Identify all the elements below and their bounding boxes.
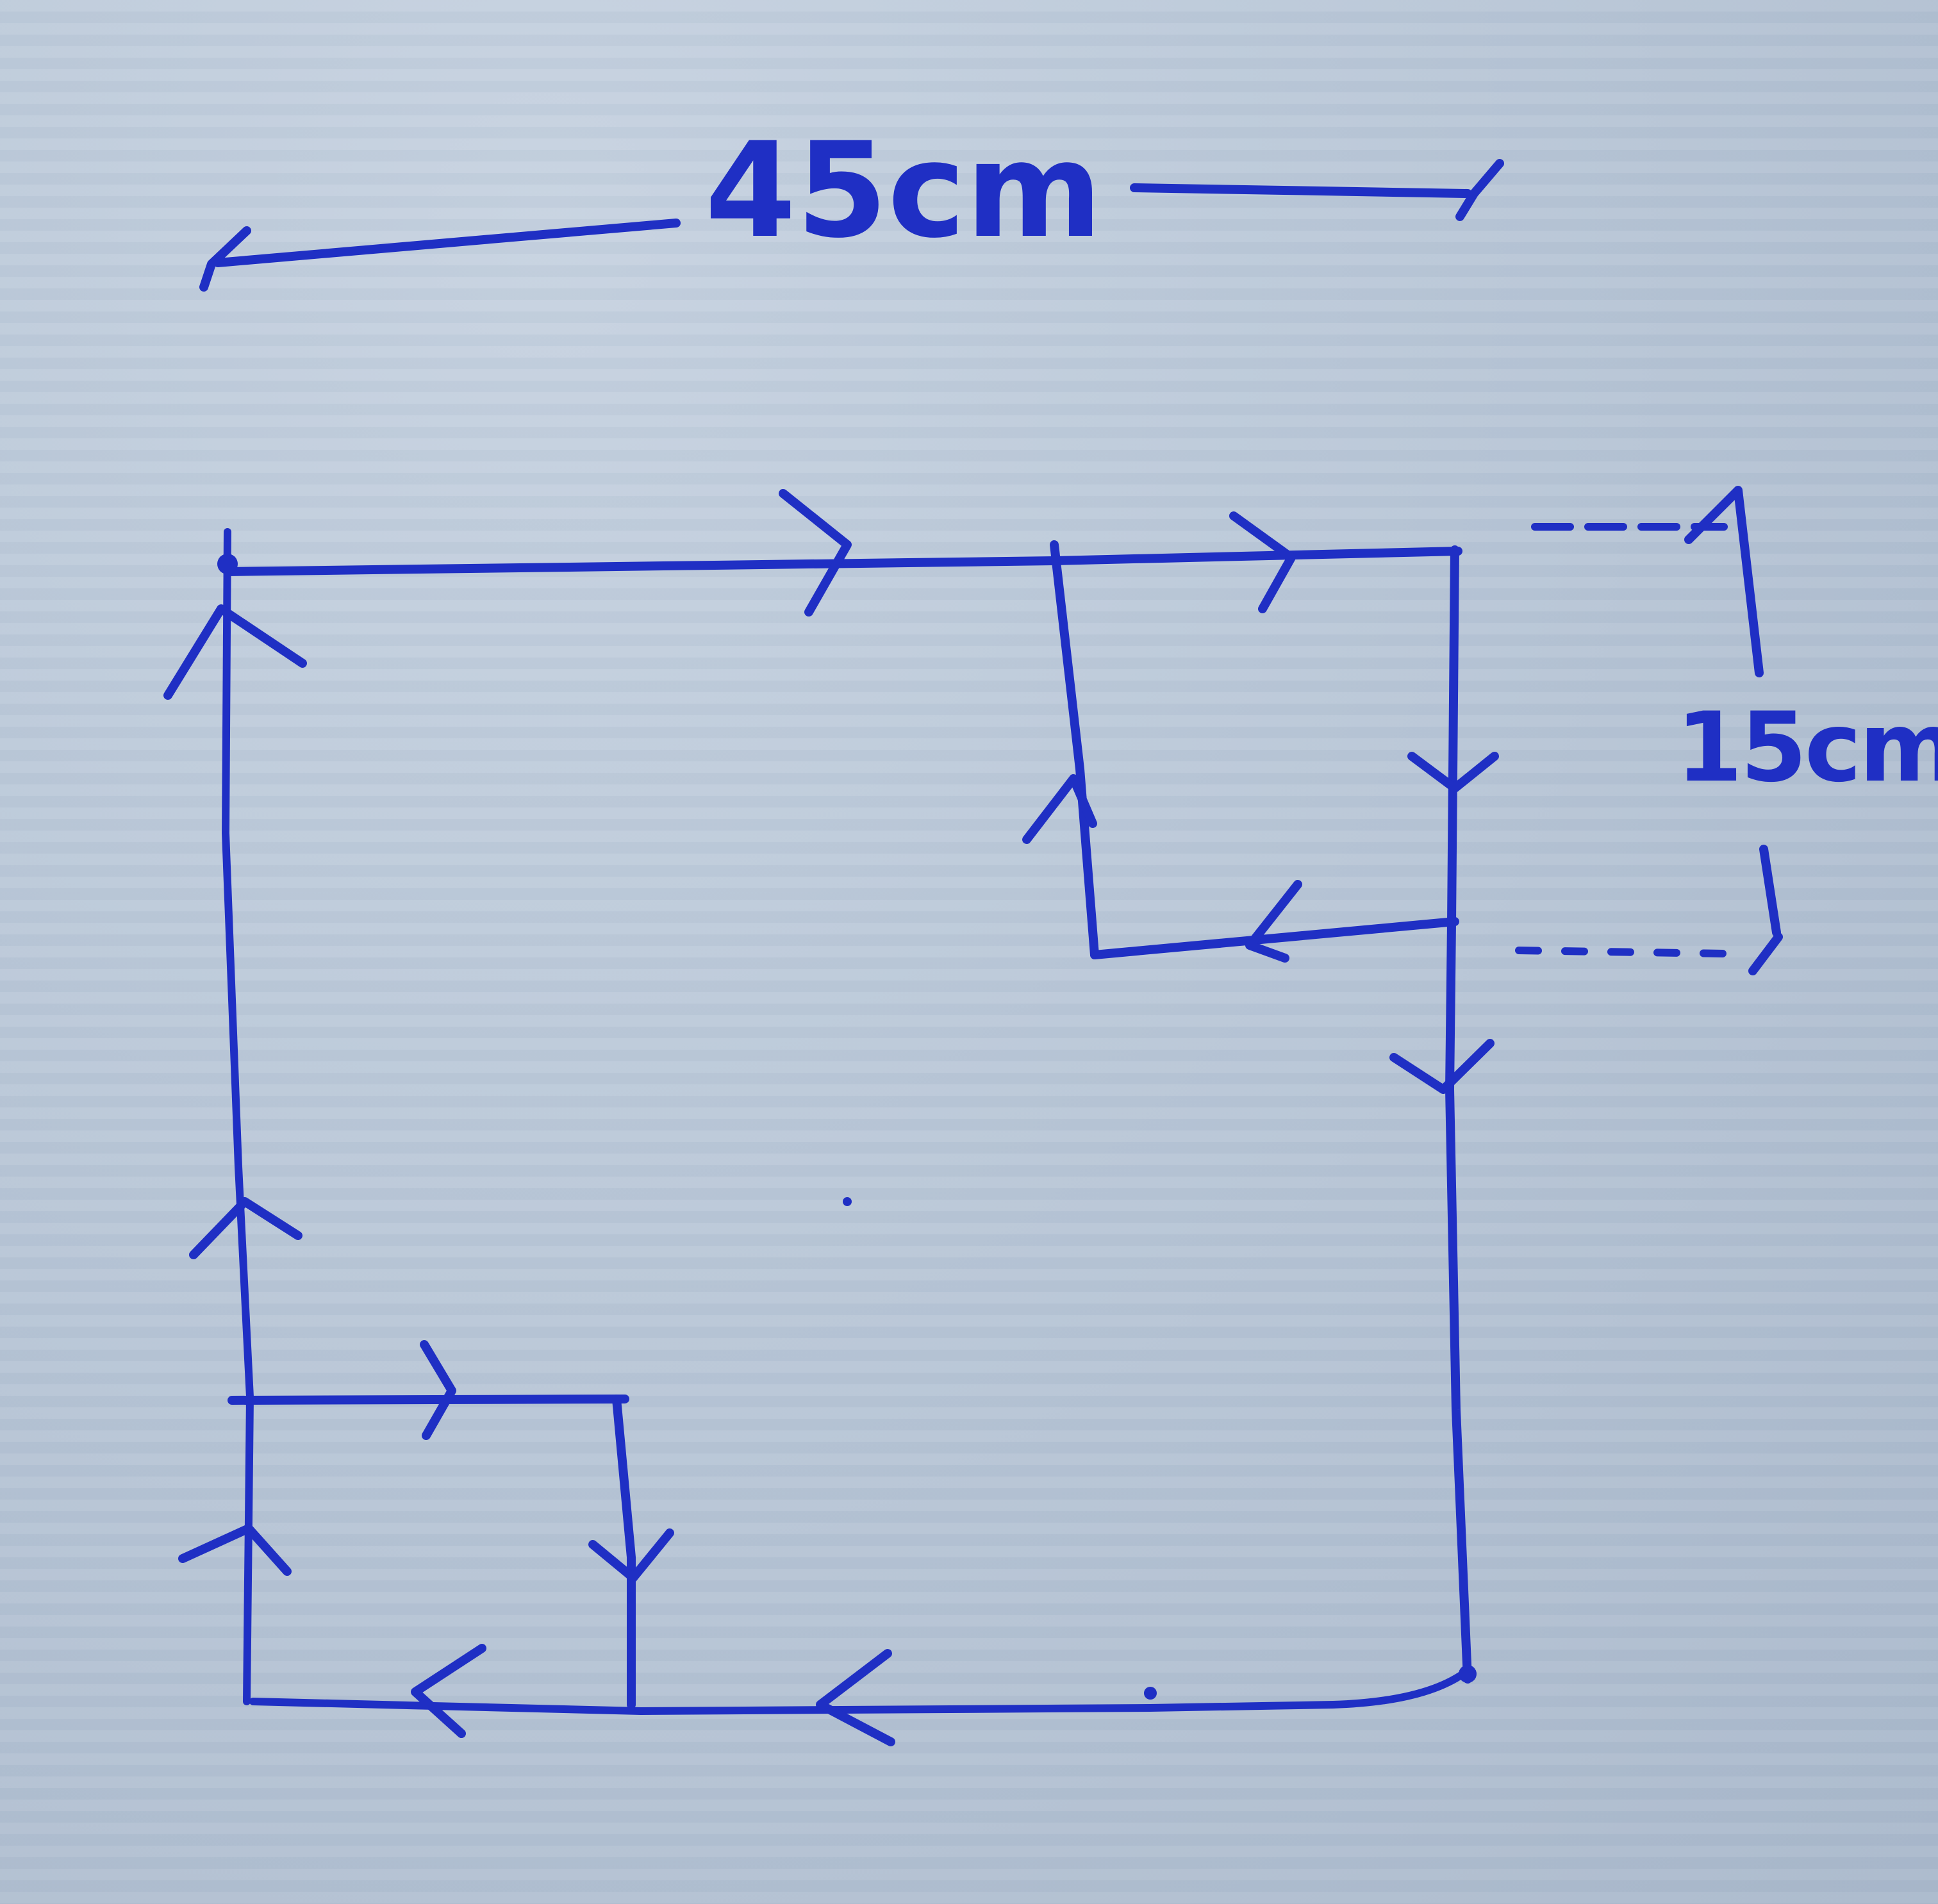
arrow-right-top-left	[779, 489, 852, 617]
direction-arrows	[163, 489, 1499, 1746]
dot-bottom-right-corner	[1459, 1665, 1477, 1683]
bottom-left-notch	[228, 1395, 636, 1709]
outer-shape-right-edge	[1445, 545, 1472, 1684]
width-dimension-left-line	[213, 219, 681, 267]
arrow-left-notch-bottom	[1245, 880, 1302, 963]
dot-top-left-corner	[217, 554, 238, 574]
width-dimension-right-line	[1130, 183, 1472, 198]
arrow-up-notch-left	[1022, 774, 1097, 844]
arrow-down-notch-right	[588, 1528, 674, 1582]
notch-right-edge	[612, 1395, 636, 1709]
arrow-down-right-lower	[1389, 1039, 1495, 1094]
height-dimension	[1515, 486, 1783, 975]
height-dimension-bottom-arrowhead	[1748, 932, 1783, 975]
notch-left-edge	[1050, 540, 1099, 959]
top-right-notch	[1050, 540, 1459, 959]
height-dimension-bottom-line	[1759, 845, 1781, 937]
notch-top-edge	[228, 1395, 629, 1405]
outer-shape	[222, 528, 1473, 1715]
arrow-left-bottom-small	[411, 1644, 486, 1738]
dot-inner	[843, 1197, 852, 1206]
arrow-right-notch-top	[420, 1340, 456, 1440]
width-dimension	[199, 159, 1504, 292]
outer-shape-bottom-edge	[249, 1666, 1473, 1715]
outer-shape-left-edge-lower	[243, 1393, 254, 1705]
arrow-left-bottom-large	[816, 1649, 895, 1746]
dot-bottom-edge	[1144, 1687, 1157, 1700]
height-dimension-top-arrowhead	[1684, 486, 1764, 677]
notch-bottom-edge	[1090, 917, 1459, 959]
arrow-down-right-upper	[1407, 752, 1499, 793]
arrow-up-left-lower	[178, 1524, 292, 1576]
arrow-up-top-left	[163, 604, 307, 700]
width-dimension-right-arrowhead	[1455, 159, 1504, 221]
width-dimension-label: 45cm	[705, 115, 1102, 267]
outer-shape-left-edge-upper	[222, 528, 254, 1401]
arrow-right-top-right	[1229, 511, 1296, 613]
height-dimension-label: 15cm	[1676, 692, 1938, 804]
height-dimension-bottom-tick	[1515, 947, 1728, 957]
pen-dots	[217, 554, 1477, 1700]
arrow-up-left-middle	[189, 1197, 302, 1259]
width-dimension-left-arrowhead	[199, 226, 251, 292]
